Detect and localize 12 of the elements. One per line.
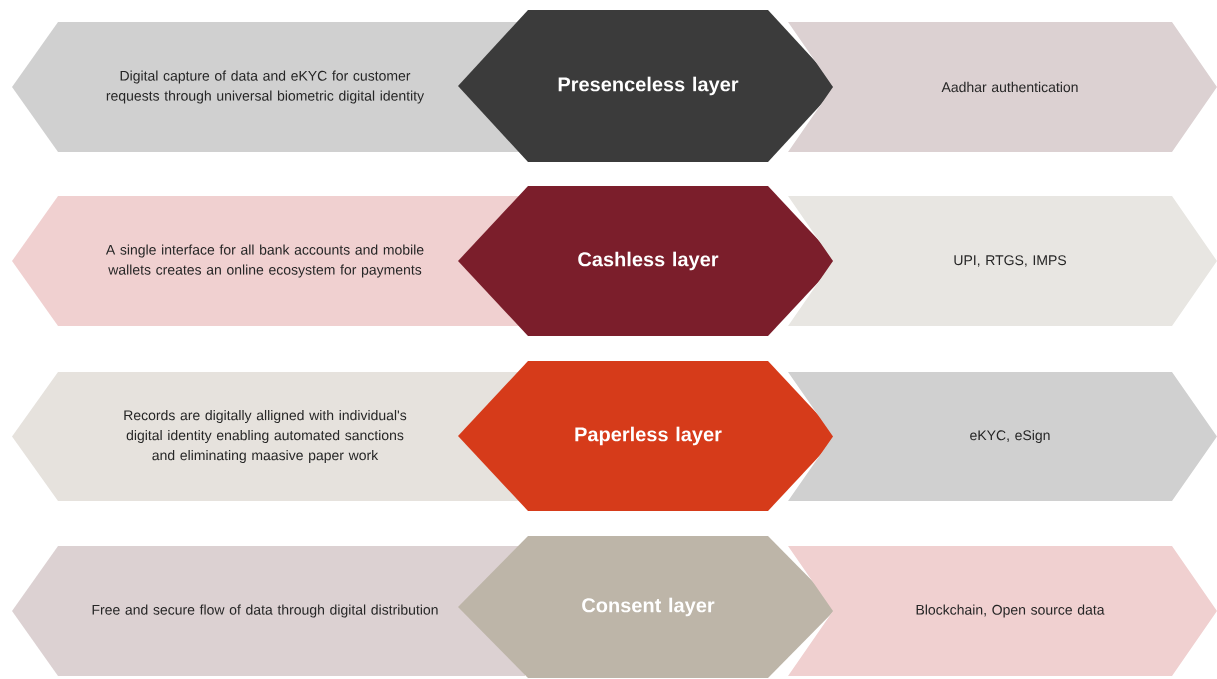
arrow-banner: Digital capture of data and eKYC for customer requests through universal biometric digital identity [12,22,525,152]
chevron-banner: UPI, RTGS, IMPS [788,196,1217,326]
hexagon-box: Cashless layer [458,186,838,336]
chevron-banner: eKYC, eSign [788,372,1217,501]
hexagon-box: Consent layer [458,536,838,678]
chevron-banner: Aadhar authentication [788,22,1217,152]
arrow-banner: A single interface for all bank accounts and mobile wallets creates an online ecosystem for payments [12,196,525,326]
chevron-banner: Blockchain, Open source data [788,546,1217,676]
hexagon-box: Paperless layer [458,361,838,511]
arrow-banner: Records are digitally alligned with individual's digital identity enabling automated sanctions and eliminating maasive paper work [12,372,525,501]
hexagon-box: Presenceless layer [458,10,838,162]
arrow-banner: Free and secure flow of data through digital distribution [12,546,525,676]
